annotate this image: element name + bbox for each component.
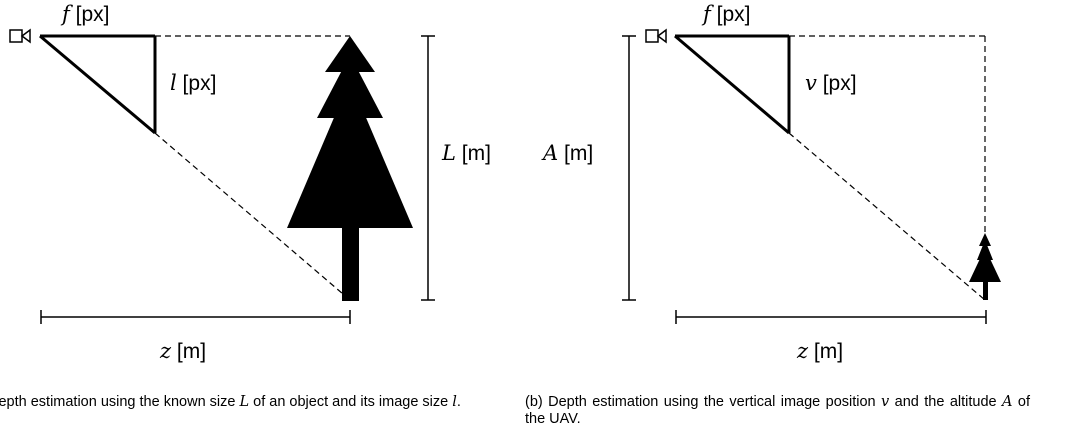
caption-b-text: (b) Depth estimation using the vertical …	[525, 394, 882, 410]
caption-b: (b) Depth estimation using the vertical …	[525, 394, 1030, 428]
distance-dimension-line	[40, 310, 351, 324]
altitude-label: A [m]	[541, 141, 593, 165]
altitude-dimension-line	[622, 35, 636, 301]
camera-icon	[645, 28, 667, 44]
diagonal-dashed-line	[154, 132, 351, 301]
panel-b: f [px] v [px] A [m] z [m]	[541, 2, 1001, 363]
caption-a-var-l: l	[452, 394, 457, 410]
tree-icon	[969, 233, 1001, 300]
caption-a-text: Depth estimation using the known size	[0, 394, 240, 410]
height-dimension-line	[421, 35, 435, 301]
caption-a: Depth estimation using the known size L …	[0, 394, 493, 411]
caption-b-var-v: v	[881, 394, 890, 410]
panel-a: f [px] l [px] L [m] z [m]	[9, 2, 491, 363]
caption-b-text: and the altitude	[889, 394, 1002, 410]
caption-a-text: of an object and its image size	[249, 394, 453, 410]
diagonal-dashed-line	[788, 132, 986, 301]
image-size-label: l [px]	[170, 71, 216, 95]
caption-b-text: of the UAV.	[525, 394, 1030, 427]
caption-a-var-L: L	[239, 394, 250, 410]
projection-triangle	[674, 34, 791, 135]
vertical-position-label: v [px]	[805, 71, 857, 95]
projection-triangle	[39, 34, 157, 135]
tree-icon	[287, 36, 413, 301]
focal-length-label: f [px]	[60, 2, 109, 26]
caption-b-var-A: A	[1002, 394, 1013, 410]
focal-length-label: f [px]	[701, 2, 750, 26]
depth-label: z [m]	[796, 339, 843, 363]
caption-a-text: .	[456, 394, 461, 410]
object-size-label: L [m]	[441, 141, 491, 165]
distance-dimension-line	[675, 310, 987, 324]
depth-label: z [m]	[159, 339, 206, 363]
camera-icon	[9, 28, 31, 44]
